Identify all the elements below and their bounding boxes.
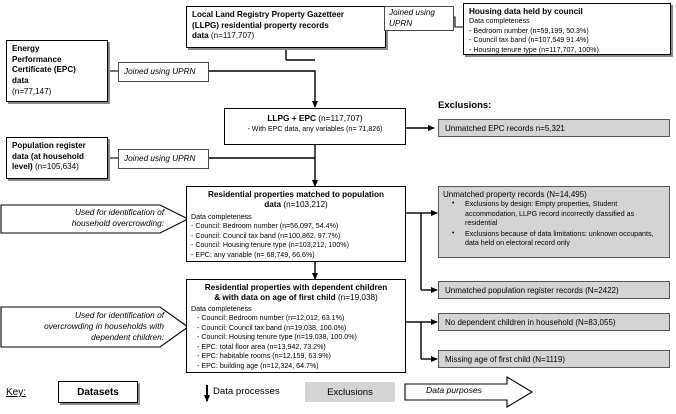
matched-item-3: - EPC: any variable (n= 68,749, 66.6%) bbox=[191, 250, 315, 259]
children-item-3: - EPC: total floor area (n=13,942, 73.2%… bbox=[197, 342, 326, 351]
children-item-5: - EPC: building age (n=12,324, 64.7%) bbox=[197, 361, 319, 370]
popreg-count: (n=105,634) bbox=[34, 162, 79, 172]
popreg-line3: level) bbox=[12, 162, 33, 172]
exclusion-unmatched-population-register: Unmatched population register records (N… bbox=[438, 281, 670, 299]
llpg-line2: (LLPG) residential property records bbox=[192, 20, 329, 30]
join-top-line1: Joined using bbox=[389, 8, 435, 18]
purpose2-line1: Used for identification of bbox=[74, 310, 164, 320]
llpgepc-count: (n=117,707) bbox=[318, 113, 363, 123]
exclusion-unmatched-epc: Unmatched EPC records n=5,321 bbox=[438, 119, 670, 137]
key-purposes-swatch: Data purposes bbox=[404, 376, 534, 408]
key-processes-label: Data processes bbox=[213, 386, 280, 397]
council-items: - Bedroom number (n=59,199, 50.3%) - Cou… bbox=[469, 27, 665, 56]
popreg-line1: Population register bbox=[12, 141, 86, 150]
unmatched-property-bullets: Exclusions by design: Empty properties, … bbox=[443, 199, 665, 249]
matched-subtitle: Data completeness bbox=[191, 212, 252, 221]
council-title: Housing data held by council bbox=[469, 7, 583, 16]
exclusion-missing-age-first-child: Missing age of first child (N=1119) bbox=[438, 350, 670, 368]
llpgepc-line2: - With EPC data, any variables (n= 71,82… bbox=[247, 125, 383, 133]
key-exclusions-swatch: Exclusions bbox=[305, 382, 395, 402]
join-top-line2: UPRN bbox=[389, 18, 413, 28]
unmatched-property-title: Unmatched property records (N=14,495) bbox=[443, 190, 587, 199]
council-item-2: - Housing tenure type (n=117,707, 100%) bbox=[469, 45, 599, 54]
council-subtitle: Data completeness bbox=[469, 17, 530, 26]
process-matched-properties: Residential properties matched to popula… bbox=[186, 186, 406, 262]
dataset-council-housing: Housing data held by council Data comple… bbox=[463, 3, 671, 55]
key-datasets-label: Datasets bbox=[77, 386, 119, 398]
epc-line1: Energy bbox=[12, 44, 40, 53]
llpgepc-title: LLPG + EPC bbox=[267, 113, 316, 123]
children-item-1: - Council: Council tax band (n=19,038, 1… bbox=[197, 323, 347, 332]
epc-line3: Certificate (EPC) bbox=[12, 65, 76, 75]
matched-title-line1: Residential properties matched to popula… bbox=[207, 190, 385, 199]
dataset-population-register: Population register data (at household l… bbox=[6, 137, 108, 179]
matched-title-line2: data bbox=[264, 200, 282, 210]
llpg-line1: Local Land Registry Property Gazetteer bbox=[192, 10, 345, 19]
children-title-line1: Residential properties with dependent ch… bbox=[204, 283, 388, 292]
purpose2-line3: dependent children: bbox=[91, 331, 164, 342]
purpose1-line2: household overcrowding: bbox=[71, 217, 164, 228]
children-item-0: - Council: Bedroom number (n=12,012, 63.… bbox=[197, 314, 345, 322]
children-items: - Council: Bedroom number (n=12,012, 63.… bbox=[191, 314, 401, 371]
join-popreg-text: Joined using UPRN bbox=[124, 153, 196, 163]
epc-line2: Performance bbox=[12, 54, 62, 64]
matched-item-1: - Council: Council tax band (n=100,862, … bbox=[191, 231, 341, 240]
children-item-2: - Council: Housing tenure type (n=19,038… bbox=[197, 333, 357, 341]
matched-count: (n=103,212) bbox=[283, 200, 328, 210]
key-label: Key: bbox=[6, 387, 27, 398]
dataset-epc: Energy Performance Certificate (EPC) dat… bbox=[6, 40, 108, 102]
exclusion-unmatched-popreg-text: Unmatched population register records (N… bbox=[445, 285, 619, 295]
purpose1-line1: Used for identification of bbox=[74, 207, 164, 217]
process-dependent-children: Residential properties with dependent ch… bbox=[186, 279, 406, 373]
unmatched-property-bullet-0: Exclusions by design: Empty properties, … bbox=[443, 199, 665, 229]
llpg-line3: data bbox=[192, 31, 209, 41]
llpg-count: (n=117,707) bbox=[210, 31, 255, 41]
children-count: (n=19,038) bbox=[337, 293, 378, 303]
dataset-llpg: Local Land Registry Property Gazetteer (… bbox=[186, 6, 386, 48]
epc-count: (n=77,147) bbox=[12, 86, 52, 96]
exclusion-no-dependent-children-text: No dependent children in household (N=83… bbox=[445, 317, 616, 327]
epc-line4: data bbox=[12, 76, 29, 86]
matched-items: - Council: Bedroom number (n=56,097, 54.… bbox=[191, 222, 401, 260]
exclusions-header: Exclusions: bbox=[438, 100, 492, 111]
purpose-children-overcrowding: Used for identification of overcrowding … bbox=[0, 300, 190, 358]
exclusion-unmatched-epc-text: Unmatched EPC records n=5,321 bbox=[445, 123, 565, 133]
join-label-epc: Joined using UPRN bbox=[118, 62, 209, 82]
key-purposes-label: Data purposes bbox=[426, 385, 482, 395]
council-item-1: - Council tax band (n=107,549 91.4%) bbox=[469, 36, 589, 45]
popreg-line2: data (at household bbox=[12, 151, 84, 161]
matched-item-2: - Council: Housing tenure type (n=103,21… bbox=[191, 241, 349, 249]
key-datasets-swatch: Datasets bbox=[58, 381, 138, 403]
unmatched-property-bullet-1: Exclusions because of data limitations: … bbox=[443, 229, 665, 249]
children-subtitle: Data completeness bbox=[191, 304, 252, 313]
process-llpg-plus-epc: LLPG + EPC (n=117,707) - With EPC data, … bbox=[224, 108, 406, 145]
exclusion-unmatched-property: Unmatched property records (N=14,495) Ex… bbox=[438, 186, 670, 258]
join-label-popreg: Joined using UPRN bbox=[118, 149, 209, 169]
join-epc-text: Joined using UPRN bbox=[124, 66, 196, 76]
key-exclusions-label: Exclusions bbox=[327, 386, 373, 398]
exclusion-missing-age-text: Missing age of first child (N=1119) bbox=[445, 354, 565, 364]
matched-item-0: - Council: Bedroom number (n=56,097, 54.… bbox=[191, 222, 339, 230]
children-title-line2: & with data on age of first child bbox=[214, 293, 336, 303]
council-item-0: - Bedroom number (n=59,199, 50.3%) bbox=[469, 26, 589, 35]
exclusion-no-dependent-children: No dependent children in household (N=83… bbox=[438, 313, 670, 331]
purpose2-line2: overcrowding in households with bbox=[44, 320, 164, 331]
children-item-4: - EPC: habitable rooms (n=12,159, 63.9%) bbox=[197, 352, 331, 360]
purpose-household-overcrowding: Used for identification of household ove… bbox=[0, 196, 190, 242]
join-label-top: Joined using UPRN bbox=[384, 6, 454, 31]
